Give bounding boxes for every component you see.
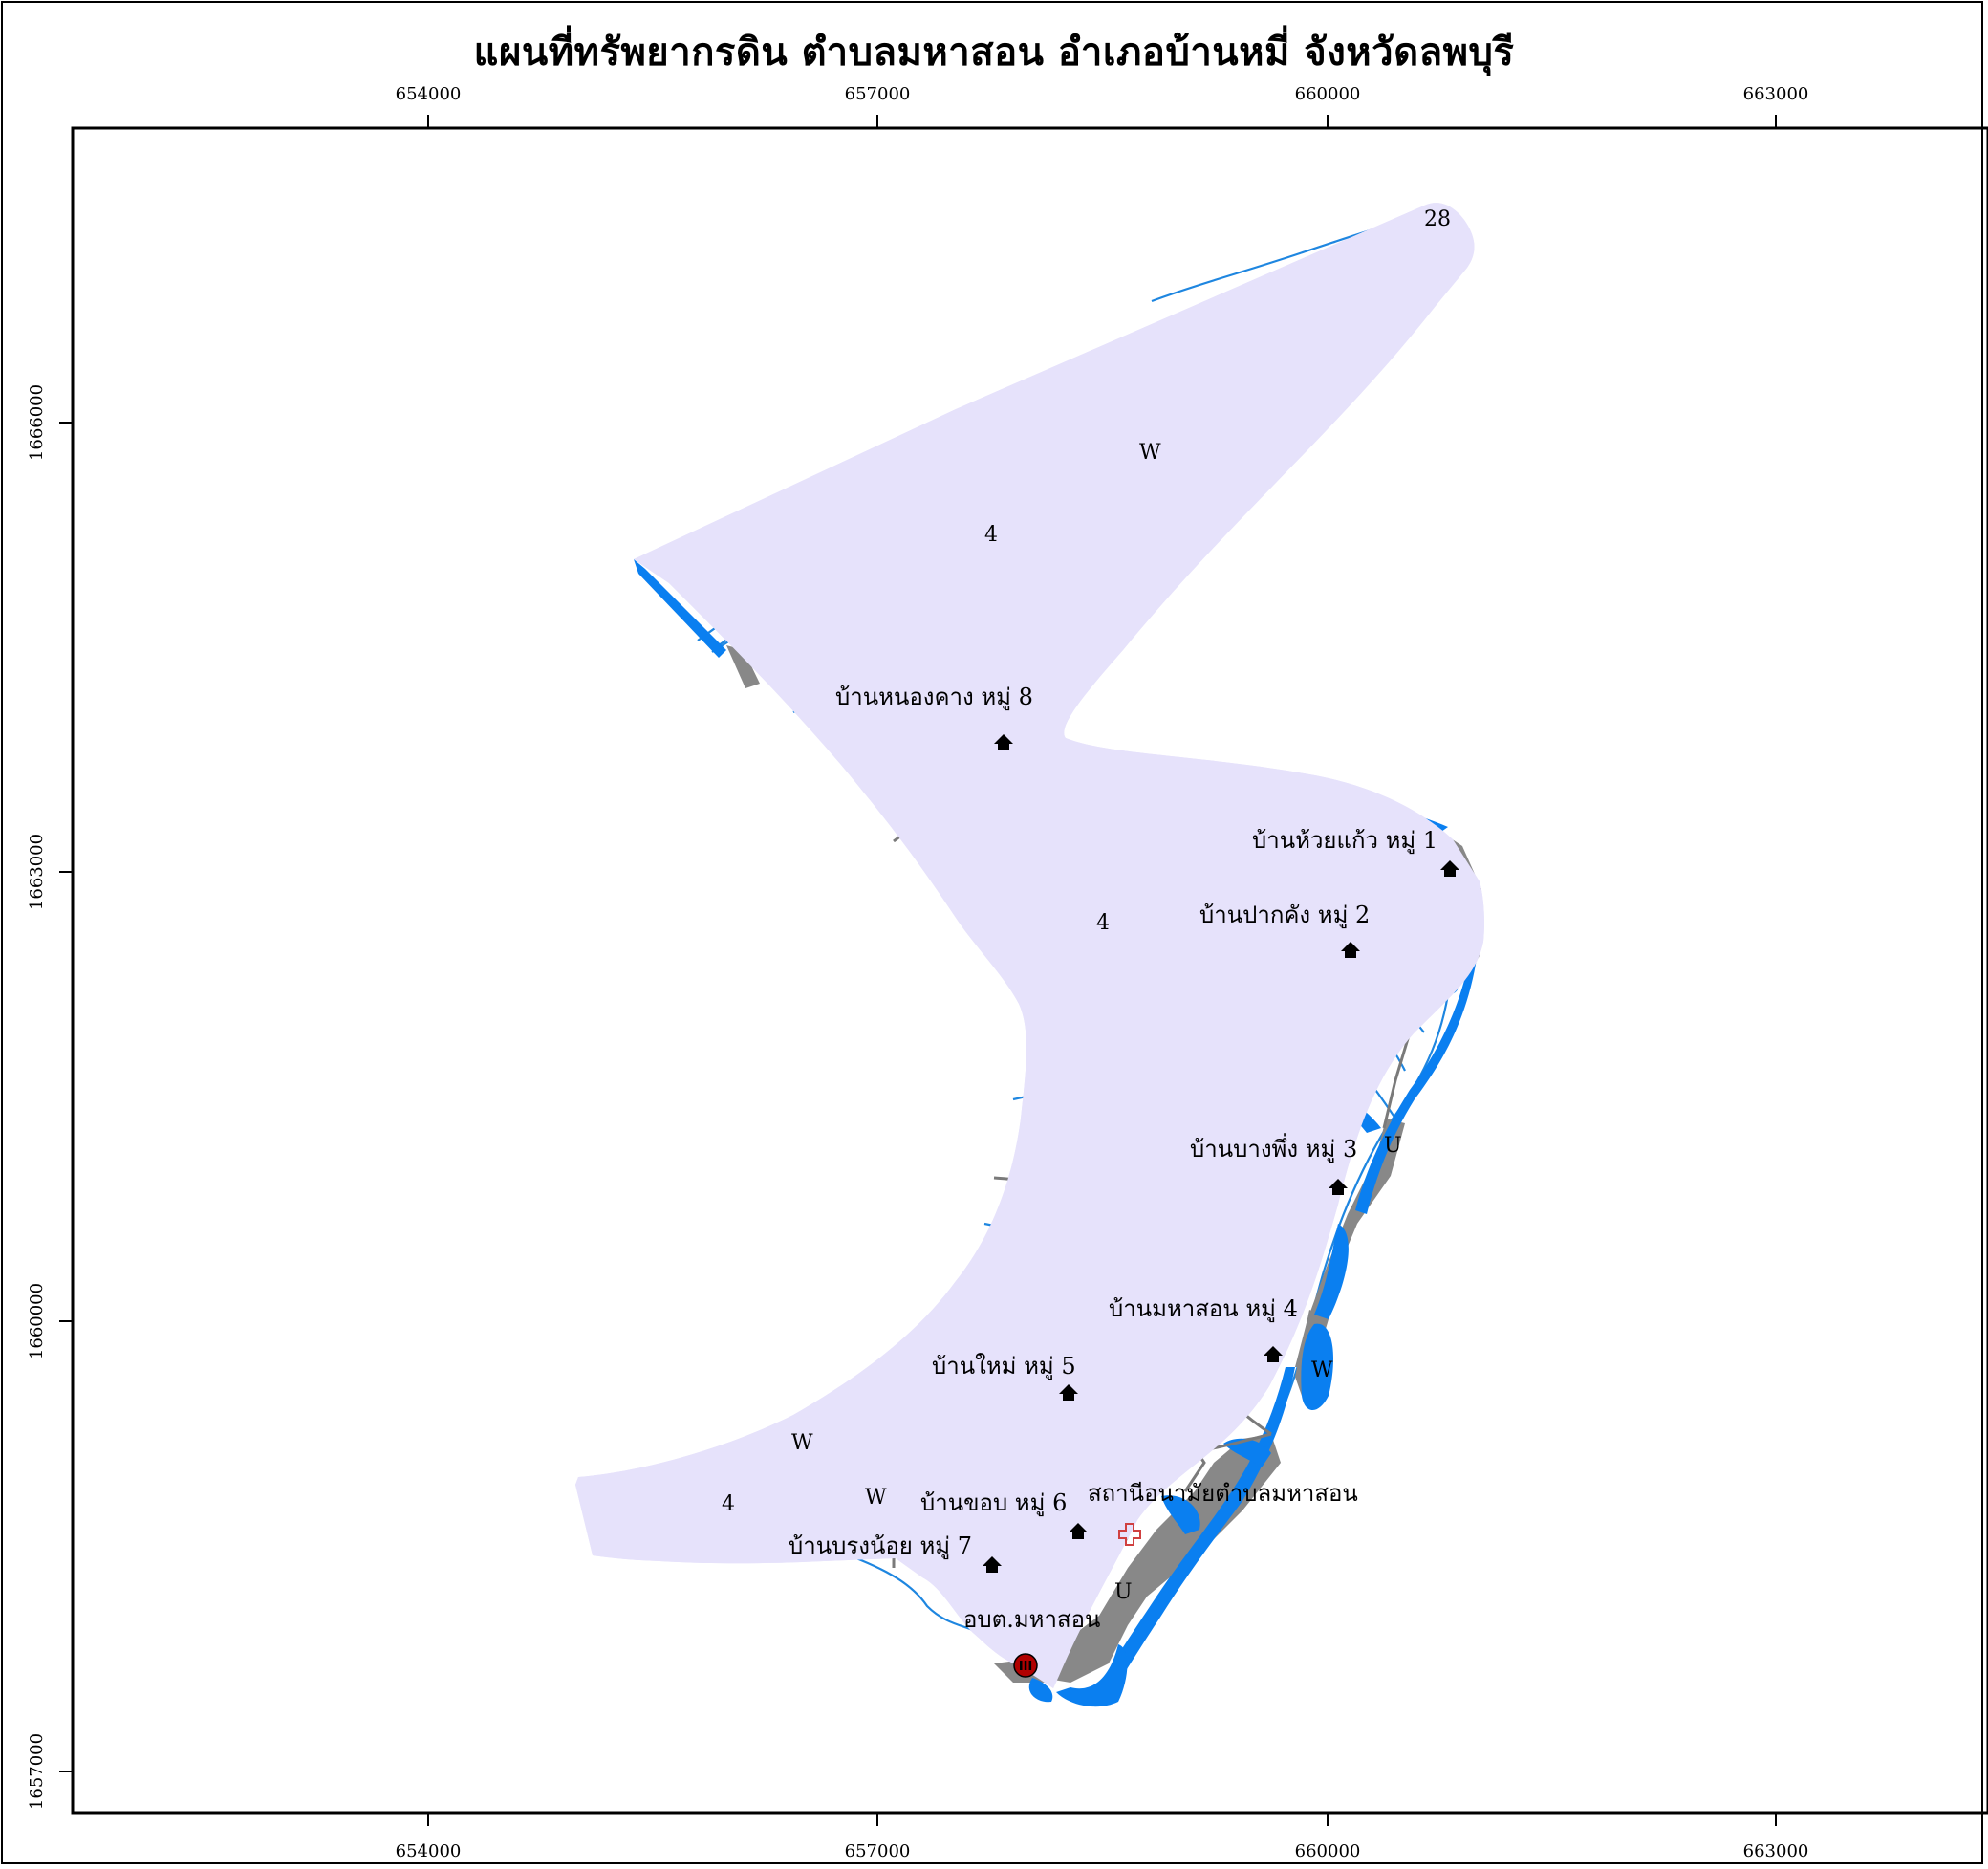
soil-unit-label: 4 [722, 1492, 735, 1516]
water-body [1301, 1323, 1333, 1410]
village-label: บ้านปากคัง หมู่ 2 [1199, 902, 1370, 929]
urban-patch [1023, 1434, 1281, 1683]
soil-unit-label: 4 [984, 523, 998, 547]
urban-patch [726, 645, 760, 688]
village-label: บ้านบรงน้อย หมู่ 7 [789, 1532, 972, 1560]
water-body [1314, 1224, 1349, 1319]
soil-unit-label: W [865, 1486, 887, 1510]
village-label: บ้านห้วยแก้ว หมู่ 1 [1252, 827, 1437, 855]
village-label: บ้านบางพึ่ง หมู่ 3 [1190, 1133, 1357, 1163]
soil-unit-label: U [1114, 1580, 1133, 1604]
house-icon [994, 734, 1013, 750]
water-body [1056, 1644, 1128, 1707]
x-ticks-bottom: 654000 657000 660000 663000 [396, 1813, 1809, 1861]
soil-unit-label: W [1311, 1358, 1333, 1382]
village-markers [983, 734, 1459, 1573]
soil-unit-label: W [791, 1431, 813, 1455]
house-icon [983, 1556, 1002, 1573]
x-tick-label: 657000 [845, 84, 911, 104]
government-office-icon [1013, 1653, 1038, 1678]
y-tick-label: 1657000 [27, 1733, 47, 1810]
soil-unit-label: U [1384, 1134, 1402, 1158]
house-icon [1329, 1179, 1348, 1195]
water-body [1161, 1495, 1200, 1534]
water-body [634, 559, 726, 658]
x-tick-label: 660000 [1295, 1841, 1361, 1861]
health-station-label: สถานีอนามัยตำบลมหาสอน [1088, 1480, 1358, 1507]
soil-unit-label: 4 [1096, 911, 1110, 935]
house-icon [1069, 1523, 1088, 1539]
village-label: บ้านมหาสอน หมู่ 4 [1109, 1295, 1298, 1323]
x-ticks-top: 654000 657000 660000 663000 [396, 84, 1809, 128]
soil-unit-labels: 28 4 4 4 W W W W U U [722, 207, 1451, 1604]
house-icon [1440, 860, 1459, 877]
x-tick-label: 654000 [396, 84, 462, 104]
village-label: บ้านใหม่ หมู่ 5 [932, 1353, 1076, 1380]
sao-office-label: อบต.มหาสอน [963, 1606, 1100, 1633]
x-tick-label: 663000 [1743, 84, 1809, 104]
village-label: บ้านหนองคาง หมู่ 8 [835, 684, 1033, 711]
map-title: แผนที่ทรัพยากรดิน ตำบลมหาสอน อำเภอบ้านหม… [473, 30, 1515, 75]
water-body [1223, 1438, 1271, 1467]
house-icon [1264, 1346, 1283, 1362]
water-body [1355, 937, 1480, 1214]
house-icon [1341, 942, 1360, 958]
y-tick-label: 1660000 [27, 1283, 47, 1359]
x-tick-label: 654000 [396, 1841, 462, 1861]
health-cross-icon [1118, 1523, 1141, 1546]
y-tick-label: 1666000 [27, 384, 47, 461]
x-tick-label: 663000 [1743, 1841, 1809, 1861]
house-icon [1059, 1384, 1078, 1401]
water-body [1028, 1678, 1053, 1703]
y-tick-label: 1663000 [27, 834, 47, 910]
x-tick-label: 660000 [1295, 84, 1361, 104]
x-tick-label: 657000 [845, 1841, 911, 1861]
village-labels: บ้านหนองคาง หมู่ 8 บ้านห้วยแก้ว หมู่ 1 บ… [789, 684, 1437, 1633]
soil-unit-label: 28 [1424, 207, 1451, 231]
map-neatline [71, 126, 1988, 1815]
village-label: บ้านขอบ หมู่ 6 [920, 1489, 1067, 1517]
soil-unit-label: W [1139, 441, 1161, 465]
y-ticks-left: 1666000 1663000 1660000 1657000 [27, 384, 73, 1810]
